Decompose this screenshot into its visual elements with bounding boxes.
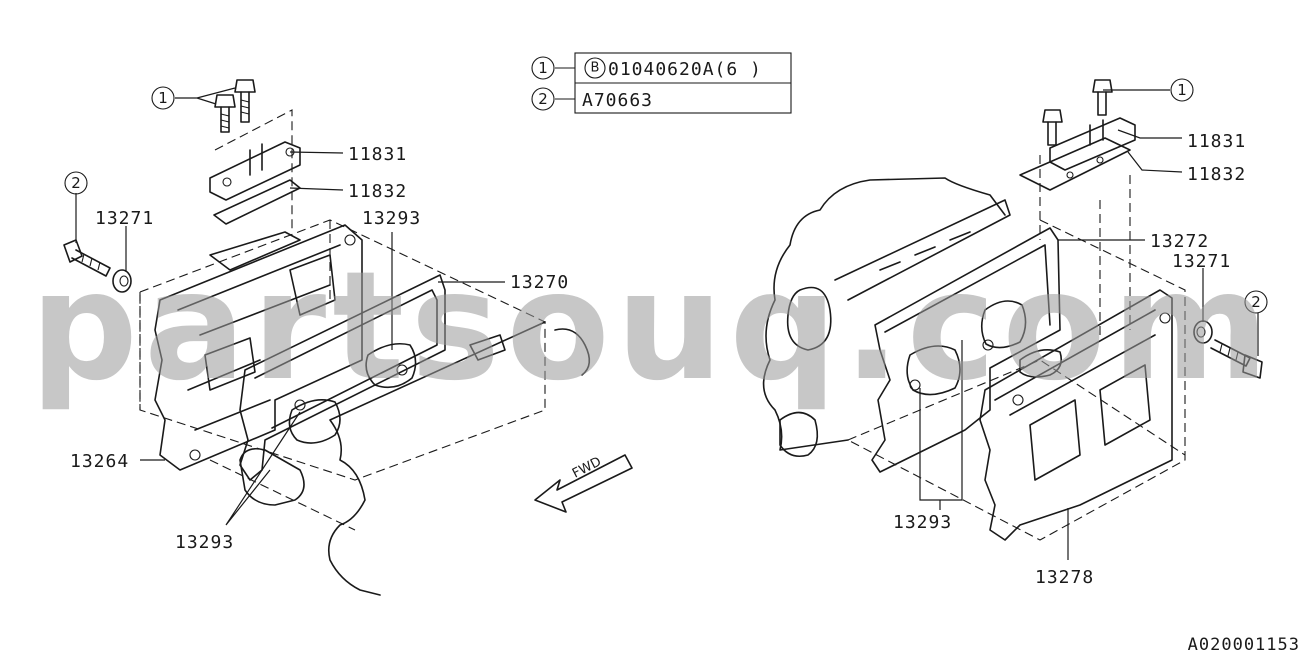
right-label-13271: 13271 bbox=[1172, 251, 1231, 272]
left-13293-seal-top bbox=[365, 342, 417, 389]
legend-ref-1: 1 bbox=[538, 59, 548, 77]
left-11831-plate bbox=[209, 141, 301, 201]
left-13264-cover bbox=[154, 224, 363, 471]
left-label-13270: 13270 bbox=[510, 272, 569, 293]
left-bolt-1-icon bbox=[234, 79, 256, 123]
left-13293-seal-bottom bbox=[288, 399, 341, 444]
left-ref-2-circle bbox=[64, 171, 88, 195]
left-ref-2: 2 bbox=[71, 174, 81, 192]
left-bolt-2-icon bbox=[214, 94, 236, 133]
diagram-id: A020001153 bbox=[1188, 635, 1300, 653]
right-13293-seal-1 bbox=[906, 345, 961, 396]
legend-ref-2: 2 bbox=[538, 90, 548, 108]
legend-ref-1-circle bbox=[531, 56, 555, 80]
right-label-11832: 11832 bbox=[1187, 164, 1246, 185]
right-ref-1-circle bbox=[1170, 78, 1194, 102]
fwd-label: FWD bbox=[570, 454, 604, 481]
fwd-arrow-icon: FWD bbox=[534, 454, 633, 513]
right-bolt-2-icon bbox=[1042, 109, 1063, 146]
right-ref-2: 2 bbox=[1251, 293, 1261, 311]
legend-badge: B bbox=[591, 61, 600, 76]
right-label-11831: 11831 bbox=[1187, 131, 1246, 152]
left-label-13264: 13264 bbox=[70, 451, 129, 472]
watermark: partsouq.com bbox=[30, 240, 1275, 414]
right-13278-cover bbox=[979, 289, 1173, 541]
legend-code-2: A70663 bbox=[582, 90, 653, 111]
left-label-13271: 13271 bbox=[95, 208, 154, 229]
right-assembly: 1 2 11831 11832 13272 13271 13293 13278 bbox=[762, 78, 1268, 588]
right-ref-2-circle bbox=[1244, 290, 1268, 314]
right-13272-gasket bbox=[871, 227, 1061, 473]
right-label-13272: 13272 bbox=[1150, 231, 1209, 252]
legend-ref-2-circle bbox=[531, 87, 555, 111]
right-13293-seal-2 bbox=[980, 300, 1027, 349]
left-label-13293-bottom: 13293 bbox=[175, 532, 234, 553]
left-ref-1: 1 bbox=[158, 89, 168, 107]
right-bolt-13271-icon bbox=[1193, 320, 1263, 379]
left-label-13293-top: 13293 bbox=[362, 208, 421, 229]
right-label-13293: 13293 bbox=[893, 512, 952, 533]
left-engine-head bbox=[327, 321, 546, 596]
right-11832-gasket bbox=[1019, 137, 1131, 191]
right-label-13278: 13278 bbox=[1035, 567, 1094, 588]
left-ref-1-circle bbox=[151, 86, 175, 110]
left-assembly: FWD 1 2 11831 11832 13271 13293 13270 13… bbox=[63, 79, 633, 596]
right-bolt-1-icon bbox=[1092, 79, 1113, 116]
left-label-11832: 11832 bbox=[348, 181, 407, 202]
legend-table: 1 B 01040620A(6 ) 2 A70663 bbox=[531, 52, 792, 114]
legend-badge-circle bbox=[584, 57, 606, 79]
legend-code-1: 01040620A(6 ) bbox=[608, 59, 762, 80]
left-bolt-13271-icon bbox=[63, 239, 132, 293]
right-ref-1: 1 bbox=[1177, 81, 1187, 99]
left-label-11831: 11831 bbox=[348, 144, 407, 165]
left-11832-gasket bbox=[213, 179, 301, 225]
